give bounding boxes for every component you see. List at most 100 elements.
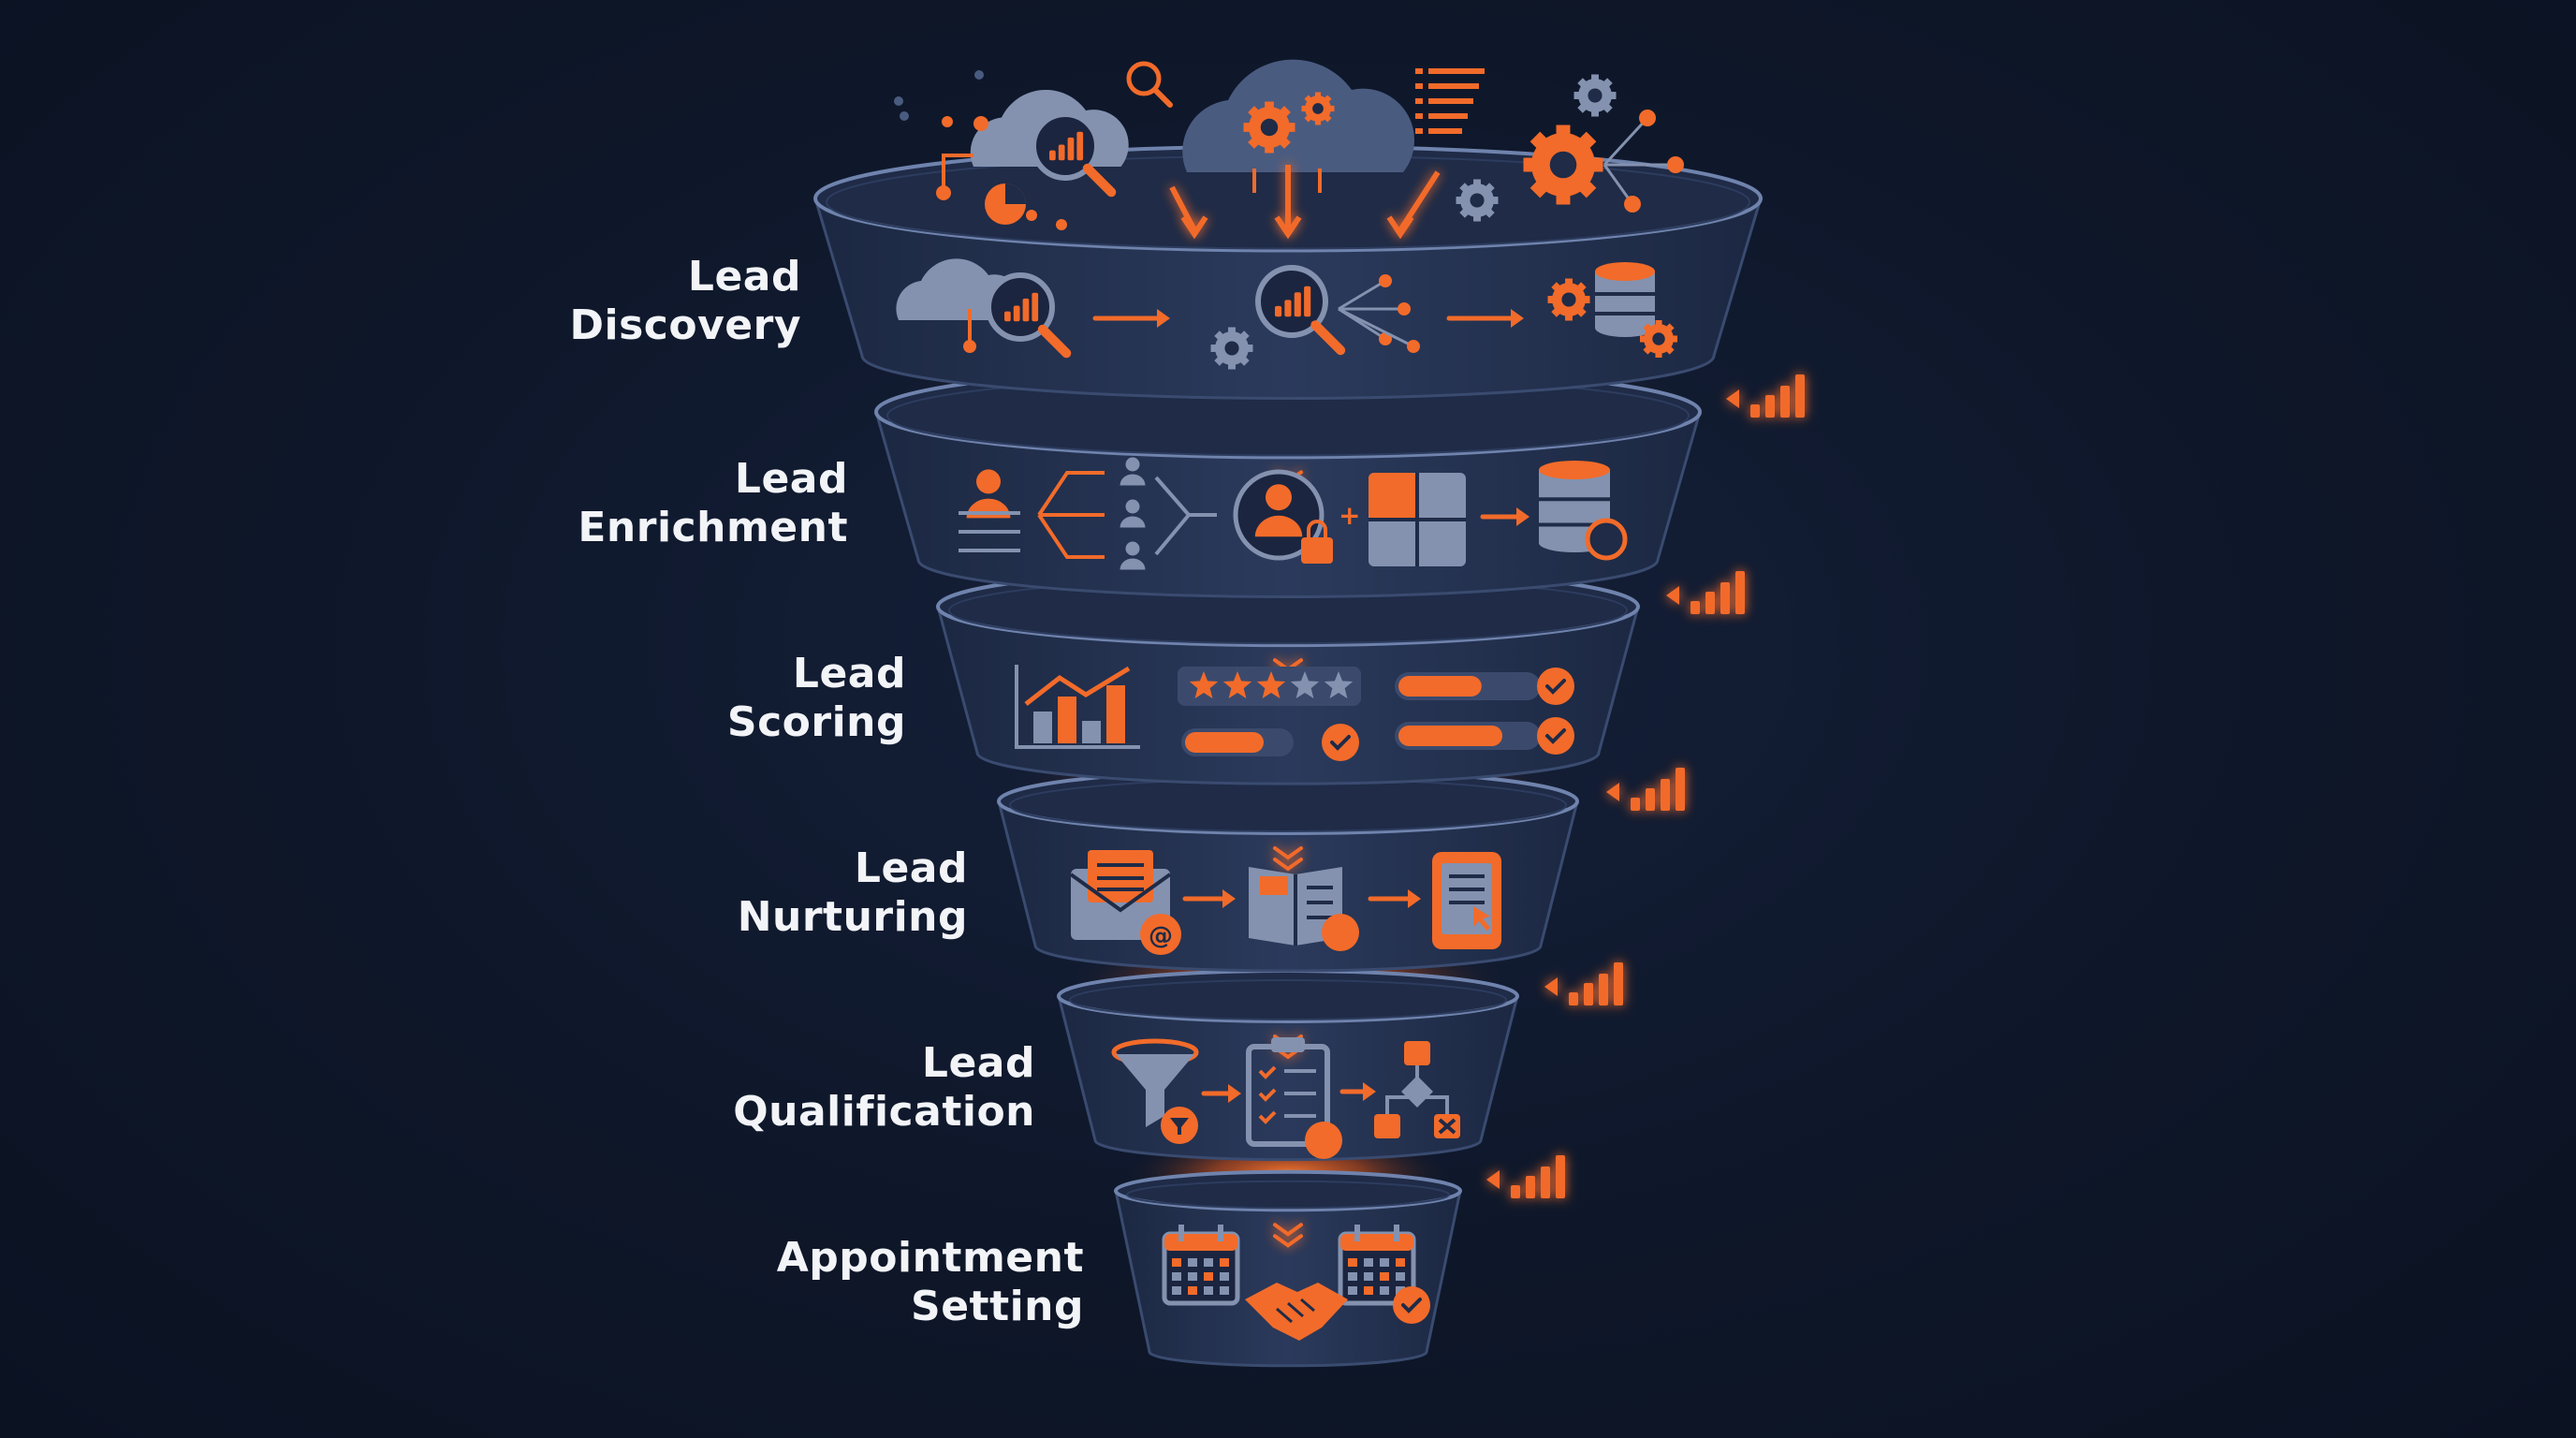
gear-icon	[1210, 327, 1253, 370]
gear-icon	[1456, 179, 1499, 222]
stage-icons-appointment-setting	[1162, 1225, 1430, 1341]
stage-label-lead-qualification: Lead Qualification	[511, 1039, 1035, 1137]
progress-check-icon	[1395, 668, 1574, 755]
checklist-icon	[1246, 1037, 1342, 1159]
stage-label-line2: Discovery	[569, 301, 801, 349]
database-sync-icon	[1539, 461, 1628, 561]
list-icon	[1415, 68, 1485, 134]
stage-label-lead-enrichment: Lead Enrichment	[324, 455, 848, 552]
arrow-icon	[1182, 889, 1236, 908]
calendar-icon	[1162, 1225, 1240, 1306]
arrow-icon	[1480, 507, 1530, 526]
arrow-icon	[1446, 309, 1524, 328]
svg-text:+: +	[1339, 500, 1360, 531]
stage-label-line1: Lead	[921, 1039, 1035, 1087]
stage-label-line2: Setting	[911, 1283, 1084, 1330]
person-icon	[1120, 499, 1146, 528]
gear-icon	[1640, 320, 1677, 358]
filter-icon	[1111, 1038, 1199, 1144]
stage-icons-lead-enrichment: +	[959, 457, 1628, 570]
funnel-bands: @+	[813, 144, 1763, 1368]
tablet-icon	[1432, 852, 1501, 949]
search-icon	[1126, 61, 1173, 108]
funnel-band-5	[1114, 1169, 1462, 1368]
star-rating-icon	[1178, 667, 1361, 761]
gear-icon	[1547, 278, 1590, 321]
funnel-top-intake	[894, 59, 1684, 240]
signal-bars-icon	[1606, 768, 1685, 811]
check-icon	[1322, 724, 1359, 761]
database-icon	[1595, 262, 1655, 337]
signal-bars-icon	[1544, 962, 1623, 1005]
chevron-down-icon	[1273, 1223, 1303, 1248]
stage-label-line2: Scoring	[726, 698, 906, 746]
calendar-check-icon	[1338, 1225, 1430, 1324]
ebook-icon	[1249, 867, 1359, 951]
stage-label-appointment-setting: Appointment Setting	[560, 1234, 1084, 1331]
magnifier-network-icon	[1210, 265, 1420, 370]
gears-database-icon	[1547, 262, 1677, 358]
gear-icon	[1523, 125, 1603, 205]
stage-label-lead-scoring: Lead Scoring	[382, 650, 906, 747]
check-icon	[1537, 717, 1574, 755]
stage-icons-lead-nurturing: @	[1069, 850, 1501, 955]
stage-label-line2: Qualification	[733, 1088, 1035, 1136]
database-icon	[1539, 461, 1610, 552]
bar-chart-trend-icon	[1015, 665, 1140, 749]
stage-label-line1: Lead	[854, 844, 968, 892]
band-rim	[1114, 1169, 1462, 1212]
arrow-down-icon	[1169, 185, 1208, 240]
stage-label-line1: Lead	[687, 253, 801, 301]
cloud-analytics-icon	[936, 89, 1129, 200]
person-icon	[1254, 484, 1303, 537]
signal-bars-icon	[1666, 571, 1745, 614]
stage-label-line2: Enrichment	[578, 504, 848, 551]
arrow-down-icon	[1274, 164, 1302, 240]
email-icon: @	[1069, 850, 1181, 955]
arrow-icon	[1368, 889, 1421, 908]
stage-icons-lead-discovery	[896, 258, 1677, 370]
decision-tree-icon	[1374, 1041, 1460, 1138]
person-icon	[1120, 541, 1146, 570]
stage-label-lead-discovery: Lead Discovery	[277, 253, 801, 350]
signal-bars-icon	[1486, 1155, 1565, 1198]
cloud-gears-icon	[1182, 59, 1415, 193]
band-rim-inner	[1126, 1180, 1450, 1210]
arrow-icon	[1339, 1082, 1376, 1101]
cloud-magnifier-chart-icon	[896, 258, 1072, 359]
gear-icon	[1573, 74, 1617, 117]
person-icon	[1120, 457, 1146, 486]
magnifier-icon	[1031, 111, 1117, 198]
funnel-band-1: +	[874, 364, 1702, 598]
magnifier-icon	[986, 272, 1072, 359]
arrow-icon	[1201, 1084, 1241, 1103]
funnel-band-2	[936, 565, 1640, 785]
gear-network-icon	[1456, 74, 1684, 222]
arrow-down-icon	[1386, 170, 1441, 240]
funnel-band-3: @	[997, 768, 1579, 973]
gear-icon	[1243, 101, 1295, 154]
band-rim-inner	[1069, 979, 1507, 1020]
arrow-icon	[1092, 309, 1170, 328]
stage-label-line1: Lead	[792, 650, 906, 697]
handshake-icon	[1245, 1283, 1348, 1341]
stage-icons-lead-scoring	[1015, 665, 1574, 761]
stage-label-line1: Lead	[734, 455, 848, 503]
person-flow-icon	[959, 457, 1217, 570]
person-lock-icon: +	[1233, 469, 1360, 564]
pie-chart-icon	[985, 183, 1026, 225]
signal-bars-icon	[1726, 374, 1805, 418]
puzzle-icon	[1368, 473, 1466, 566]
svg-text:@: @	[1149, 922, 1173, 950]
magnifier-icon	[1255, 265, 1346, 356]
gear-icon	[1301, 92, 1335, 125]
stage-icons-lead-qualification	[1111, 1037, 1460, 1159]
stage-label-lead-nurturing: Lead Nurturing	[444, 844, 968, 942]
cloud-icon	[1182, 59, 1415, 172]
funnel-band-4	[1057, 969, 1519, 1162]
check-icon	[1537, 668, 1574, 705]
check-icon	[1393, 1286, 1430, 1324]
chevron-down-icon	[1273, 845, 1303, 872]
